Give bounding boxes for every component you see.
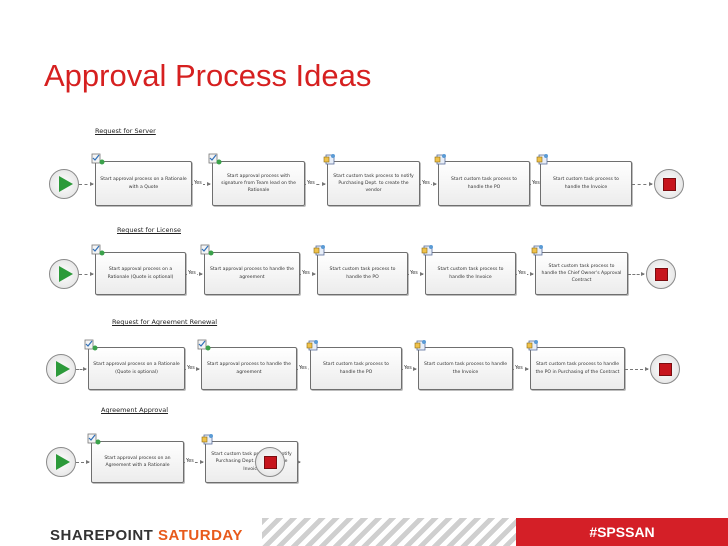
connector-label-yes: Yes xyxy=(185,459,195,464)
connector-arrow xyxy=(297,460,301,464)
connector-label-yes: Yes xyxy=(186,365,196,371)
flow-label: Agreement Approval xyxy=(101,406,169,414)
custom-task-icon xyxy=(414,338,428,351)
connector-label-yes: Yes xyxy=(409,270,419,276)
connector-label-yes: Yes xyxy=(306,180,316,186)
stop-icon xyxy=(659,362,672,376)
connector-label-yes: Yes xyxy=(193,180,203,186)
logo-text-saturday: SATURDAY xyxy=(158,527,243,544)
connector-arrow xyxy=(76,366,87,371)
slide-title: Approval Process Ideas xyxy=(44,58,372,93)
process-step: Start custom task process to notify Purc… xyxy=(327,161,420,206)
process-step: Start custom task process to handle the … xyxy=(540,161,632,206)
connector-arrow xyxy=(625,366,649,371)
custom-task-icon xyxy=(313,243,327,256)
start-shape xyxy=(49,258,79,289)
process-step: Start custom task process to handle the … xyxy=(438,161,530,206)
stop-icon xyxy=(655,267,668,281)
process-step: Start approval process to handle the agr… xyxy=(201,347,297,390)
approval-task-icon xyxy=(197,338,211,351)
custom-task-icon xyxy=(323,152,337,165)
process-step: Start custom task process to handle the … xyxy=(530,347,625,390)
custom-task-icon xyxy=(531,243,545,256)
flow-label: Request for Agreement Renewal xyxy=(112,318,218,326)
end-shape xyxy=(650,353,680,384)
connector-label-yes: Yes xyxy=(298,365,308,371)
connector-arrow xyxy=(628,271,645,276)
process-step: Start custom task process to handle the … xyxy=(535,252,628,295)
approval-task-icon xyxy=(84,338,98,351)
play-icon xyxy=(59,265,73,282)
custom-task-icon xyxy=(526,338,540,351)
process-step: Start approval process on a Rationale (Q… xyxy=(95,252,186,295)
approval-task-icon xyxy=(208,152,222,165)
flow-label: Request for Server xyxy=(95,127,156,135)
start-shape xyxy=(46,447,76,477)
start-shape xyxy=(49,168,79,199)
footer-stripes xyxy=(262,518,516,546)
process-step: Start custom task process to handle the … xyxy=(310,347,402,390)
stop-icon xyxy=(663,177,676,191)
connector-label-yes: Yes xyxy=(421,180,431,186)
play-icon xyxy=(56,360,70,377)
end-shape xyxy=(646,258,676,289)
custom-task-icon xyxy=(536,152,550,165)
logo-text-sharepoint: SHAREPOINT xyxy=(50,527,159,544)
process-step: Start approval process on an Agreement w… xyxy=(91,441,184,483)
flow-label: Request for License xyxy=(117,226,181,234)
process-step: Start approval process to handle the agr… xyxy=(204,252,300,295)
process-step: Start approval process on a Rationale wi… xyxy=(95,161,192,206)
process-step: Start custom task process to handle the … xyxy=(425,252,516,295)
connector-label-yes: Yes xyxy=(403,365,413,371)
end-shape xyxy=(255,447,285,477)
approval-task-icon xyxy=(91,152,105,165)
custom-task-icon xyxy=(434,152,448,165)
connector-arrow xyxy=(632,181,653,186)
custom-task-icon xyxy=(201,432,215,445)
play-icon xyxy=(56,454,70,470)
process-step: Start custom task process to handle the … xyxy=(418,347,513,390)
stop-icon xyxy=(264,456,277,469)
process-step: Start approval process with signature fr… xyxy=(212,161,305,206)
process-step: Start approval process on a Rationale (Q… xyxy=(88,347,185,390)
connector-arrow xyxy=(79,181,94,186)
connector-label-yes: Yes xyxy=(531,180,541,186)
approval-task-icon xyxy=(91,243,105,256)
connector-label-yes: Yes xyxy=(517,270,527,276)
connector-label-yes: Yes xyxy=(514,365,524,371)
hashtag-badge: #SPSSAN xyxy=(516,518,728,546)
sharepoint-saturday-logo: SHAREPOINT SATURDAY xyxy=(50,527,243,544)
connector-label-yes: Yes xyxy=(187,270,197,276)
connector-arrow xyxy=(76,460,90,464)
process-step: Start custom task process to handle the … xyxy=(317,252,408,295)
custom-task-icon xyxy=(306,338,320,351)
connector-label-yes: Yes xyxy=(301,270,311,276)
end-shape xyxy=(654,168,684,199)
approval-task-icon xyxy=(87,432,101,445)
play-icon xyxy=(59,175,73,192)
approval-task-icon xyxy=(200,243,214,256)
connector-arrow xyxy=(79,271,94,276)
start-shape xyxy=(46,353,76,384)
custom-task-icon xyxy=(421,243,435,256)
